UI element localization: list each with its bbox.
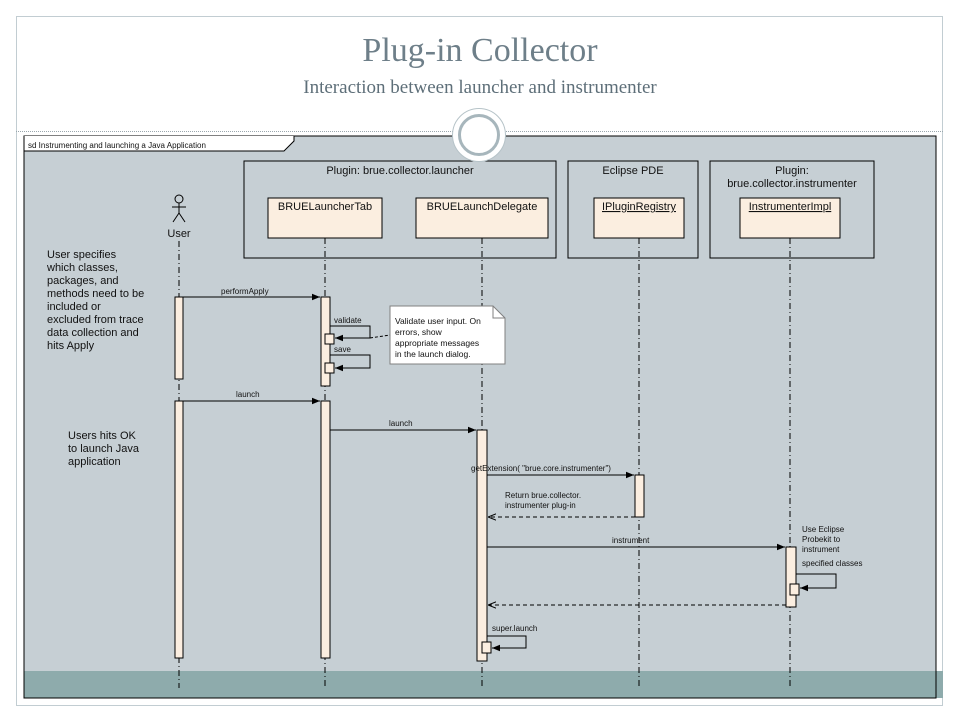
lifeline-label-impl: InstrumenterImpl	[749, 201, 832, 213]
frame-tab	[23, 136, 295, 152]
svg-text:hits Apply: hits Apply	[47, 340, 95, 352]
lifeline-label-tab: BRUELauncherTab	[278, 201, 372, 213]
lifeline-box-registry	[593, 197, 685, 239]
note-validate: Validate user input. On errors, show app…	[369, 305, 506, 365]
note-user-apply: User specifies which classes, packages, …	[46, 249, 144, 352]
package-pde	[567, 160, 699, 259]
svg-text:in the launch dialog.: in the launch dialog.	[395, 349, 471, 359]
msg-instrument: instrument	[612, 536, 650, 545]
msg-return-1: Return brue.collector.	[505, 491, 581, 500]
msg-perform-apply: performApply	[221, 287, 269, 296]
slide-frame	[16, 16, 943, 706]
slide-subtitle: Interaction between launcher and instrum…	[303, 77, 657, 98]
svg-text:Use Eclipse: Use Eclipse	[802, 525, 845, 534]
svg-text:data collection and: data collection and	[47, 327, 139, 339]
package-pde-label: Eclipse PDE	[602, 165, 663, 177]
svg-text:to launch Java: to launch Java	[68, 443, 140, 455]
frame-label: sd Instrumenting and launching a Java Ap…	[28, 141, 206, 150]
svg-text:Users hits OK: Users hits OK	[68, 430, 137, 442]
svg-text:included or: included or	[47, 301, 101, 313]
lifeline-label-registry: IPluginRegistry	[602, 201, 676, 213]
svg-text:packages, and: packages, and	[47, 275, 119, 287]
package-instrumenter	[709, 160, 875, 259]
package-launcher-label: Plugin: brue.collector.launcher	[326, 165, 474, 177]
svg-text:Probekit to: Probekit to	[802, 535, 841, 544]
lifeline-box-tab	[267, 197, 383, 239]
package-launcher	[243, 160, 557, 259]
svg-text:application: application	[68, 456, 121, 468]
note-probekit: Use Eclipse Probekit to instrument speci…	[802, 525, 862, 568]
actor-label: User	[167, 228, 191, 240]
lifeline-box-delegate	[415, 197, 549, 239]
msg-get-extension: getExtension( "brue.core.instrumenter")	[471, 464, 611, 473]
svg-text:excluded from trace: excluded from trace	[47, 314, 144, 326]
note-user-ok: Users hits OK to launch Java application	[68, 430, 140, 468]
title-ornament-icon	[452, 108, 506, 162]
message-arrows	[183, 293, 837, 652]
svg-text:instrument: instrument	[802, 545, 840, 554]
msg-super-launch: super.launch	[492, 624, 537, 633]
lifeline-box-impl	[739, 197, 841, 239]
package-instrumenter-label-1: Plugin:	[775, 165, 809, 177]
lifeline-label-delegate: BRUELaunchDelegate	[427, 201, 538, 213]
footer-band	[24, 671, 943, 698]
actor-icon	[172, 194, 186, 223]
svg-text:User specifies: User specifies	[47, 249, 117, 261]
svg-text:errors, show: errors, show	[395, 327, 443, 337]
msg-validate: validate	[334, 316, 362, 325]
svg-text:appropriate messages: appropriate messages	[395, 338, 479, 348]
svg-text:specified classes: specified classes	[802, 559, 862, 568]
slide-title: Plug-in Collector	[362, 32, 598, 69]
activation-bars	[174, 296, 800, 662]
msg-return-2: instrumenter plug-in	[505, 501, 576, 510]
msg-launch-2: launch	[389, 419, 413, 428]
msg-launch-1: launch	[236, 390, 260, 399]
svg-text:Validate user input. On: Validate user input. On	[395, 316, 481, 326]
package-instrumenter-label-2: brue.collector.instrumenter	[727, 178, 857, 190]
msg-save: save	[334, 345, 351, 354]
svg-text:methods need to be: methods need to be	[47, 288, 144, 300]
svg-text:which classes,: which classes,	[46, 262, 118, 274]
